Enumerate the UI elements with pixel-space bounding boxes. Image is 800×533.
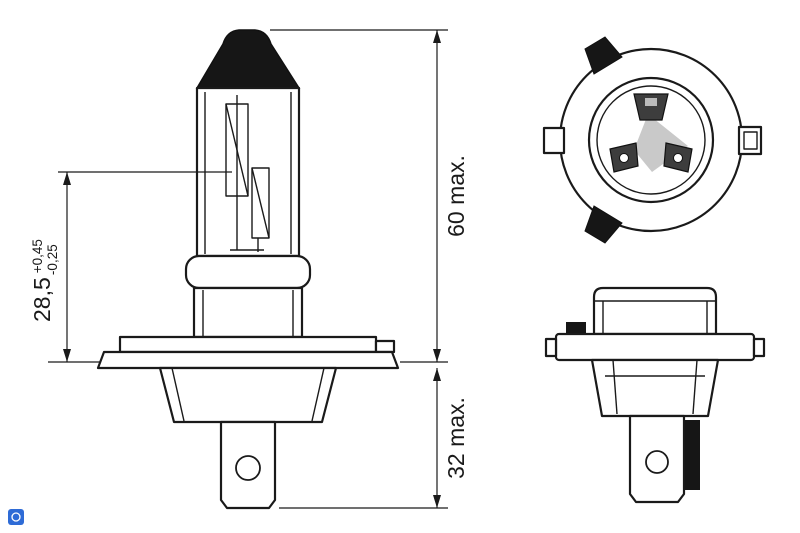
connector-blade <box>219 420 277 510</box>
side-view <box>96 29 400 510</box>
contact-right <box>663 142 693 173</box>
bulb-neck <box>192 286 304 339</box>
top-view <box>542 36 763 244</box>
dimension-base-length: 32 max. <box>433 368 469 508</box>
dimension-light-center: 28,5+0,45-0,25 <box>29 172 71 362</box>
contact-left <box>609 142 639 173</box>
dimensions: 60 max. 32 max. 28,5+0,45-0,25 <box>29 29 469 509</box>
base-body <box>158 366 338 424</box>
rear-terminal-side <box>684 420 700 490</box>
center-shade <box>634 114 688 172</box>
bulb-tip <box>195 29 301 89</box>
filament-assembly <box>225 95 270 252</box>
contact-top <box>633 93 669 121</box>
socket-ring-inner <box>596 85 706 195</box>
rear-flange <box>544 332 766 362</box>
dimension-light-center-label: 28,5+0,45-0,25 <box>29 239 60 322</box>
dimension-base-label: 32 max. <box>443 397 469 479</box>
bulb-collar <box>184 254 312 290</box>
dimension-overall-label: 60 max. <box>443 155 469 237</box>
dimension-overall-length: 60 max. <box>433 30 469 362</box>
lug-lower-left <box>584 205 623 244</box>
rear-terminal-hole <box>645 450 669 474</box>
index-tab <box>566 322 586 334</box>
blade-hole <box>235 455 261 481</box>
base-cylinder <box>592 286 718 336</box>
rear-base-body <box>590 358 720 418</box>
lug-left <box>542 126 566 155</box>
rear-view <box>544 286 766 504</box>
watermark-icon <box>8 509 24 525</box>
lug-upper-left <box>584 36 623 75</box>
rear-terminal-front <box>628 414 686 504</box>
flange <box>96 335 400 370</box>
